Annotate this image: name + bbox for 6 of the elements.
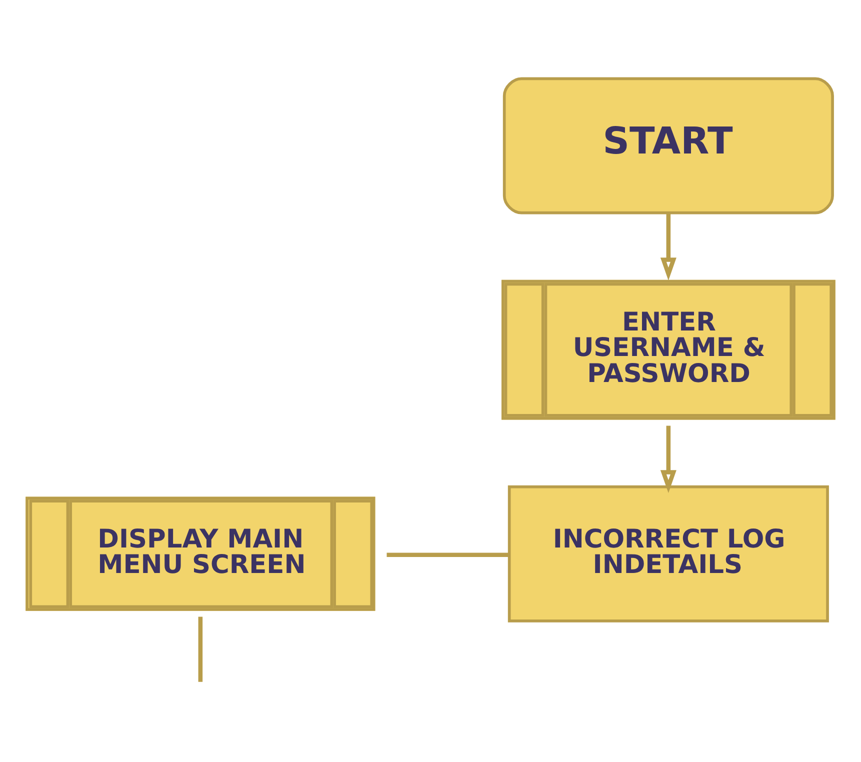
arrow (660, 426, 676, 494)
node-box: INCORRECT LOG INDETAILS (508, 485, 829, 622)
connector (386, 552, 510, 558)
connector (198, 616, 203, 682)
node-box: START (502, 77, 834, 214)
arrow (660, 213, 676, 281)
